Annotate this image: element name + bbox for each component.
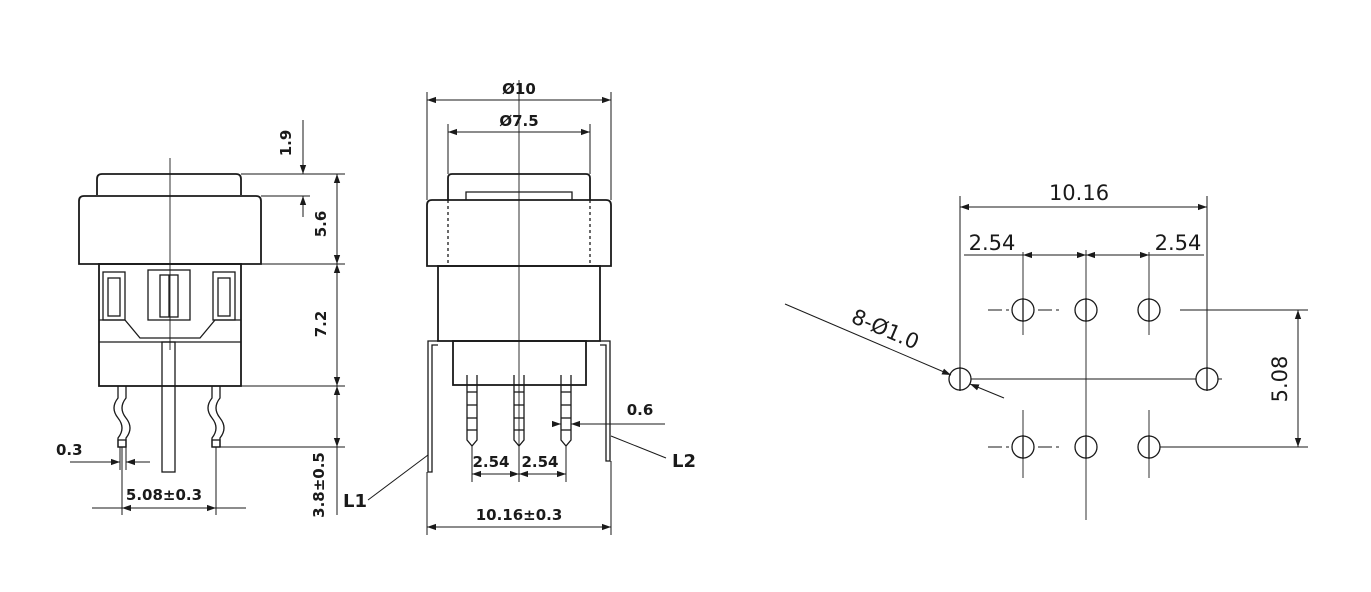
side-view: 1.9 5.6 7.2 3.8±0.5 0.3 5.08±0.3 xyxy=(56,120,345,518)
dim-pcb-pitch-right: 2.54 xyxy=(1155,231,1202,255)
dim-front-pitch-left: 2.54 xyxy=(472,453,509,471)
side-center-pin xyxy=(161,341,176,473)
dim-pin-thickness: 0.6 xyxy=(627,401,654,419)
front-lead-l1 xyxy=(427,340,438,473)
side-right-lead xyxy=(207,386,225,448)
dim-inner-diameter: Ø7.5 xyxy=(499,112,538,130)
front-base xyxy=(452,340,587,386)
dim-top-cap: 1.9 xyxy=(277,130,295,157)
dim-outer-diameter: Ø10 xyxy=(502,80,536,98)
label-l1: L1 xyxy=(343,491,367,512)
side-housing-top xyxy=(78,195,262,265)
dim-total-width: 10.16±0.3 xyxy=(476,506,563,524)
front-lead-l2 xyxy=(600,340,611,462)
dim-pcb-width: 10.16 xyxy=(1049,181,1109,205)
dim-body-height: 7.2 xyxy=(312,311,330,338)
front-housing xyxy=(426,199,612,267)
side-left-lead xyxy=(113,386,131,448)
dim-pin-length: 3.8±0.5 xyxy=(310,452,328,518)
dim-front-pitch-right: 2.54 xyxy=(521,453,558,471)
dim-pcb-row-spacing: 5.08 xyxy=(1268,356,1292,403)
dim-pin-width: 0.3 xyxy=(56,441,83,459)
dim-pcb-pitch-left: 2.54 xyxy=(969,231,1016,255)
label-l2: L2 xyxy=(672,451,696,472)
dim-pin-spacing: 5.08±0.3 xyxy=(126,486,202,504)
front-view: Ø10 Ø7.5 0.6 2.54 2.54 10.16±0.3 L1 L2 xyxy=(343,80,696,535)
side-button-cap xyxy=(96,173,242,195)
pcb-layout: 10.16 2.54 2.54 5.08 8-Ø1.0 xyxy=(784,181,1308,520)
dim-cap-height: 5.6 xyxy=(312,211,330,238)
